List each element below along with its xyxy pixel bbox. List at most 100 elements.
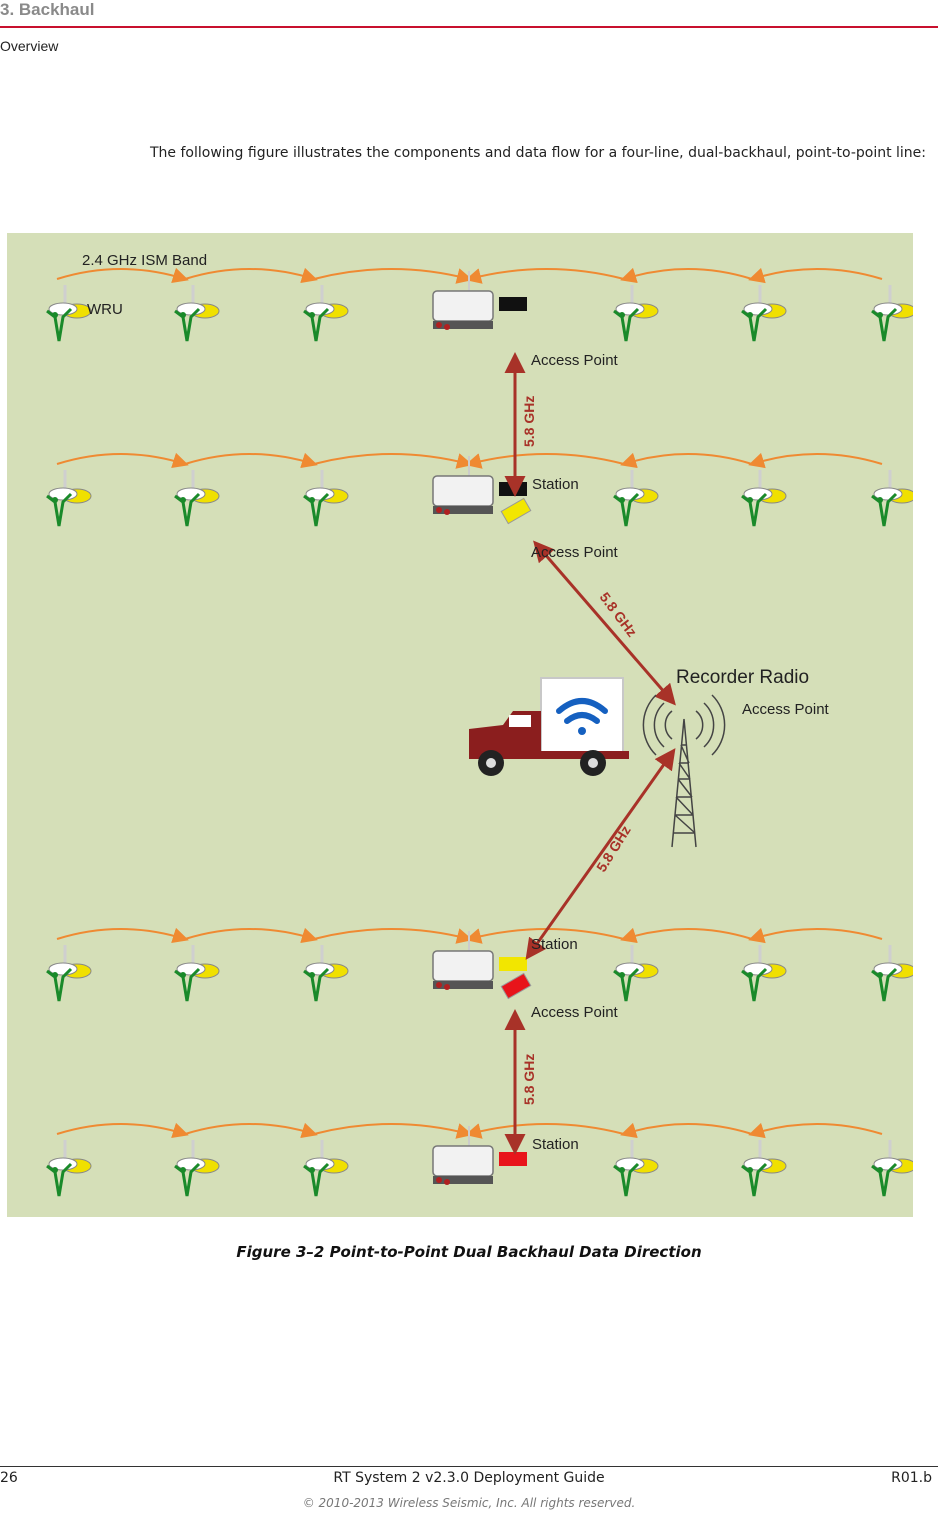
radio-link-arc (620, 1122, 753, 1139)
wru-node (46, 945, 92, 1002)
signal-arc-1 (664, 710, 673, 740)
wru-sensor (180, 312, 186, 318)
section-title: Overview (0, 38, 59, 54)
backhaul-link-3 (525, 748, 676, 960)
wru-sensor (747, 497, 753, 503)
radio-link-arc (465, 453, 625, 469)
radio-link-arc (184, 927, 318, 944)
page-number: 26 (0, 1470, 18, 1486)
diagram-background (7, 233, 913, 1217)
wru-node (303, 470, 349, 527)
station-label-2: Station (531, 936, 578, 953)
backhaul-link-2 (533, 540, 676, 706)
wru-node (871, 945, 913, 1002)
radio-connector (444, 324, 450, 330)
wru-node (46, 285, 92, 342)
tower-lattice (671, 718, 697, 848)
wru-node (174, 945, 220, 1002)
wru-node (613, 1140, 659, 1197)
footer-rule (0, 1466, 938, 1467)
radio-link-arc (56, 267, 189, 284)
radio-link-arc (748, 1122, 883, 1139)
sensor-row-2 (46, 452, 913, 527)
figure-caption: Figure 3–2 Point-to-Point Dual Backhaul … (236, 1243, 702, 1261)
band-label: 2.4 GHz ISM Band (82, 252, 207, 269)
wru-sensor (309, 972, 315, 978)
access-point-label-1: Access Point (531, 352, 619, 369)
radio-link-arc (748, 267, 883, 284)
radio-link-arc (465, 1123, 625, 1139)
wru-sensor (52, 1167, 58, 1173)
wru-node (303, 1140, 349, 1197)
footer-title: RT System 2 v2.3.0 Deployment Guide (333, 1470, 605, 1486)
wru-sensor (309, 312, 315, 318)
wru-label: WRU (87, 301, 123, 318)
backhaul-unit-1 (499, 1152, 527, 1166)
radio-link-arc (56, 452, 189, 469)
radio-link-arc (313, 268, 473, 284)
wru-sensor (747, 1167, 753, 1173)
recorder-radio-label: Recorder Radio (676, 667, 809, 688)
wru-node (303, 945, 349, 1002)
wru-sensor (52, 972, 58, 978)
sensor-row-1 (46, 267, 913, 342)
wru-sensor (309, 497, 315, 503)
wru-node (741, 470, 787, 527)
wru-sensor (747, 312, 753, 318)
radio-base (433, 506, 493, 514)
copyright: © 2010-2013 Wireless Seismic, Inc. All r… (302, 1496, 636, 1510)
wru-node (174, 1140, 220, 1197)
radio-connector (436, 982, 442, 988)
wru-sensor (180, 972, 186, 978)
wru-sensor (619, 972, 625, 978)
wru-node (174, 285, 220, 342)
radio-link-arc (184, 452, 318, 469)
truck-window (509, 715, 531, 727)
wru-sensor (877, 1167, 883, 1173)
wru-sensor (877, 972, 883, 978)
signal-arc-3 (642, 694, 657, 756)
radio-connector (436, 322, 442, 328)
station-label-3: Station (532, 1136, 579, 1153)
wru-node (46, 1140, 92, 1197)
recorder-access-point-label: Access Point (742, 701, 830, 718)
backhaul-unit-2 (500, 497, 532, 525)
wru-node (741, 285, 787, 342)
wru-sensor (619, 1167, 625, 1173)
backhaul-unit-2 (500, 972, 532, 1000)
recorder-radio-tower (642, 694, 726, 848)
radio-base (433, 981, 493, 989)
access-point-label-3: Access Point (531, 1004, 619, 1021)
wru-node (871, 285, 913, 342)
radio-link-arc (313, 1123, 473, 1139)
wru-sensor (877, 497, 883, 503)
backhaul-radio (432, 1126, 527, 1185)
recorder-truck (469, 677, 629, 776)
wru-node (741, 945, 787, 1002)
wru-node (46, 470, 92, 527)
radio-connector (444, 509, 450, 515)
radio-connector (436, 1177, 442, 1183)
wru-node (174, 470, 220, 527)
wru-sensor (52, 497, 58, 503)
wru-node (871, 470, 913, 527)
wru-node (303, 285, 349, 342)
wru-sensor (180, 497, 186, 503)
sensor-row-3 (46, 927, 913, 1002)
revision: R01.b (891, 1470, 932, 1486)
wru-node (613, 285, 659, 342)
radio-link-arc (184, 1122, 318, 1139)
backhaul-unit-1 (499, 297, 527, 311)
radio-link-arc (620, 452, 753, 469)
radio-link-arc (465, 268, 625, 284)
access-point-label-2: Access Point (531, 544, 619, 561)
radio-connector (436, 507, 442, 513)
wru-node (741, 1140, 787, 1197)
backhaul-unit-1 (499, 957, 527, 971)
backhaul-radio (432, 271, 527, 330)
wru-sensor (619, 497, 625, 503)
radio-body (432, 290, 494, 322)
wru-node (871, 1140, 913, 1197)
backhaul-radio (432, 931, 532, 1000)
link-label-4: 5.8 GHz (521, 1054, 537, 1105)
